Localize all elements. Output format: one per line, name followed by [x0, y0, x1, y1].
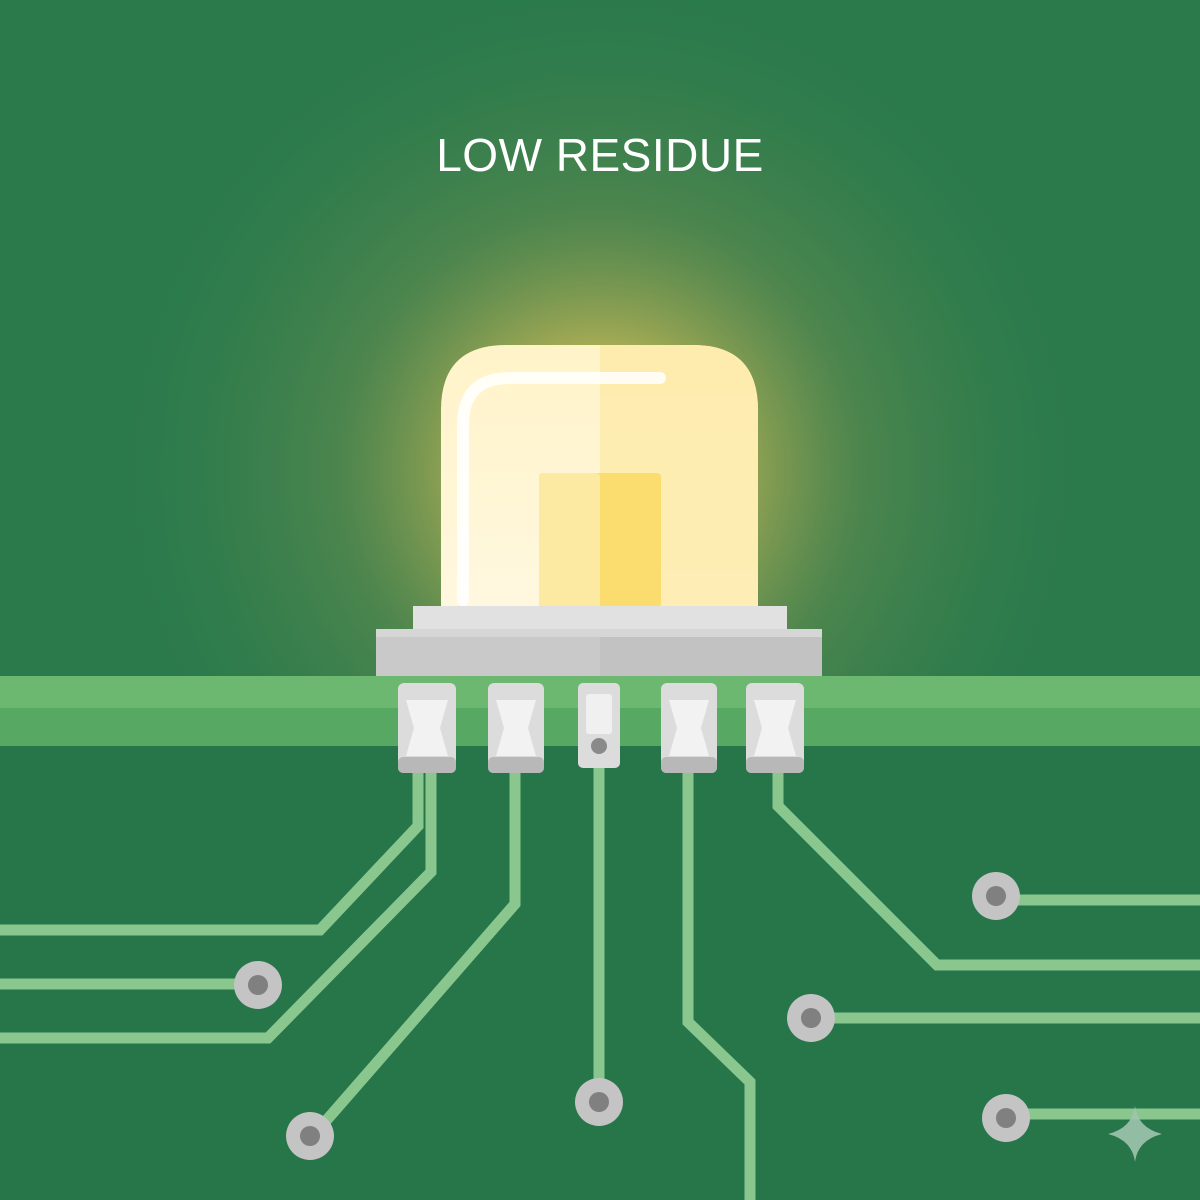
- component-die-left: [539, 473, 600, 608]
- pad-center: [575, 1078, 623, 1126]
- sparkle-icon: [1108, 1106, 1162, 1162]
- trace-left-3: [0, 765, 437, 1044]
- trace-right-2: [772, 765, 1200, 971]
- circuit-traces: [0, 765, 1200, 1200]
- component-light-icon: [376, 345, 822, 676]
- lens-highlight: [457, 372, 666, 606]
- solder-pads: [234, 872, 1030, 1160]
- pin-2: [488, 683, 544, 773]
- pin-5: [746, 683, 804, 773]
- pad-right-middle: [787, 994, 835, 1042]
- component-base-top-edge: [376, 629, 822, 637]
- pad-left-top: [234, 961, 282, 1009]
- component-pins: [398, 683, 804, 773]
- component-collar: [413, 606, 787, 630]
- pad-left-bottom: [286, 1112, 334, 1160]
- pad-right-bottom: [982, 1094, 1030, 1142]
- trace-left-1: [0, 765, 424, 936]
- caption-low-residue: LOW RESIDUE: [436, 129, 764, 181]
- pin-3: [578, 683, 620, 768]
- pin-4: [661, 683, 717, 773]
- trace-right-1: [682, 765, 756, 1200]
- trace-left-4: [313, 765, 521, 1134]
- pad-right-top: [972, 872, 1020, 920]
- pin-1: [398, 683, 456, 773]
